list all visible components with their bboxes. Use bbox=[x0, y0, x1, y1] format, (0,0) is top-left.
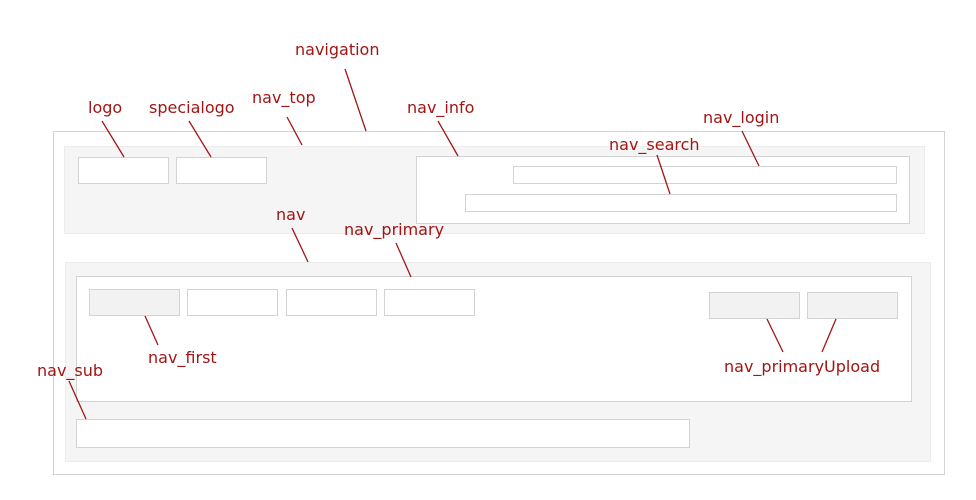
nav-first-tab bbox=[89, 289, 180, 316]
nav-search-box bbox=[465, 194, 897, 212]
nav-primary-upload-button-1 bbox=[709, 292, 800, 319]
nav-search-leader bbox=[656, 154, 671, 195]
navigation-leader bbox=[344, 68, 367, 132]
nav-tab-3 bbox=[286, 289, 377, 316]
nav-sub-box bbox=[76, 419, 690, 448]
logo-leader bbox=[101, 120, 125, 158]
nav-login-leader bbox=[741, 130, 760, 167]
logo-box bbox=[78, 157, 169, 184]
nav-search-label: nav_search bbox=[609, 135, 700, 154]
navigation-label: navigation bbox=[295, 40, 380, 59]
specialogo-label: specialogo bbox=[149, 98, 235, 117]
nav-leader bbox=[291, 227, 309, 263]
nav-tab-2 bbox=[187, 289, 278, 316]
nav-login-box bbox=[513, 166, 897, 184]
nav-primary-upload-label: nav_primaryUpload bbox=[724, 357, 881, 376]
specialogo-box bbox=[176, 157, 267, 184]
nav-info-leader bbox=[437, 120, 459, 157]
nav-primary-upload-leader-2 bbox=[821, 318, 837, 353]
logo-label: logo bbox=[88, 98, 123, 117]
nav-sub-label: nav_sub bbox=[37, 361, 104, 380]
nav-tab-4 bbox=[384, 289, 475, 316]
nav-sub-leader bbox=[68, 380, 87, 420]
nav-top-label: nav_top bbox=[252, 88, 316, 107]
nav-label: nav bbox=[276, 205, 306, 224]
nav-info-label: nav_info bbox=[407, 98, 475, 117]
nav-primary-upload-leader-1 bbox=[766, 318, 784, 353]
nav-first-label: nav_first bbox=[148, 348, 217, 367]
nav-primary-upload-button-2 bbox=[807, 292, 898, 319]
nav-primary-label: nav_primary bbox=[344, 220, 445, 239]
nav-top-leader bbox=[286, 116, 303, 146]
specialogo-leader bbox=[188, 120, 212, 158]
nav-login-label: nav_login bbox=[703, 108, 780, 127]
nav-first-leader bbox=[144, 315, 159, 346]
nav-primary-leader bbox=[395, 242, 412, 278]
